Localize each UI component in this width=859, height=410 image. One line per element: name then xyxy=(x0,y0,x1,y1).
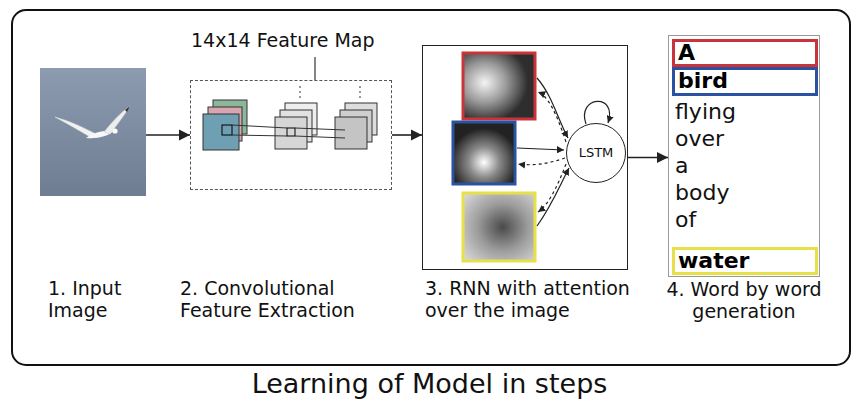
feature-extraction-box: 14x14 Feature Map2. Convolutional Featur… xyxy=(190,80,392,190)
kernel-link xyxy=(295,136,345,138)
leader-line xyxy=(314,57,315,80)
attention-map-blue xyxy=(453,122,515,184)
attention-link xyxy=(537,168,569,226)
feature-plane xyxy=(335,117,367,149)
step-label: 1. Input Image xyxy=(48,277,158,321)
recurrent-loop xyxy=(584,101,609,124)
flow-arrow xyxy=(628,157,668,159)
kernel-link xyxy=(232,125,287,128)
photo-ground xyxy=(40,68,146,196)
bird-wing-left xyxy=(55,117,96,138)
feature-plane xyxy=(203,114,239,150)
input-photo xyxy=(40,68,146,196)
word-box-red: A xyxy=(672,39,818,67)
attention-panel: 3. RNN with attention over the imageLSTM xyxy=(422,45,628,270)
step-label: 3. RNN with attention over the image xyxy=(425,277,670,321)
more-layers-dots xyxy=(360,86,361,100)
attention-maps xyxy=(453,53,535,261)
input-image: 1. Input Image xyxy=(40,68,146,196)
more-layers-dots xyxy=(300,86,301,100)
attention-link xyxy=(518,158,565,165)
bird-wing-right xyxy=(104,106,130,134)
word-label: A xyxy=(678,42,815,64)
word-column: flyingoverabodyof4. Word by word generat… xyxy=(668,35,820,277)
word-label: over xyxy=(675,125,724,152)
attention-link xyxy=(517,148,564,150)
kernel-window xyxy=(287,128,295,136)
word-box-yellow: water xyxy=(672,247,818,275)
conv-layers xyxy=(203,86,377,150)
attention-link xyxy=(538,92,566,142)
flow-arrow xyxy=(392,134,422,136)
step-label: 14x14 Feature Map xyxy=(191,29,401,51)
feature-plane xyxy=(275,117,307,149)
word-label: a xyxy=(675,152,688,179)
attention-map-red xyxy=(463,53,535,119)
lstm-label: LSTM xyxy=(579,145,614,161)
word-box-blue: bird xyxy=(672,67,818,96)
attention-map-yellow xyxy=(463,193,535,261)
step-label: 2. Convolutional Feature Extraction xyxy=(180,277,395,321)
lstm-circle: LSTM xyxy=(566,123,626,183)
kernel-window xyxy=(222,125,232,135)
figure-caption: Learning of Model in steps xyxy=(0,367,859,401)
word-label: of xyxy=(675,206,696,233)
word-label: bird xyxy=(678,70,815,92)
step-label: 4. Word by word generation xyxy=(662,278,826,322)
kernel-link xyxy=(232,135,287,136)
bird-head xyxy=(112,128,117,133)
word-label: flying xyxy=(675,98,736,125)
word-label: body xyxy=(675,179,729,206)
outer-frame xyxy=(12,10,850,365)
attention-link xyxy=(538,164,566,212)
flow-arrow xyxy=(146,134,190,136)
bird-wing-tip xyxy=(125,106,130,112)
word-label: water xyxy=(678,250,815,272)
kernel-link xyxy=(295,128,345,130)
